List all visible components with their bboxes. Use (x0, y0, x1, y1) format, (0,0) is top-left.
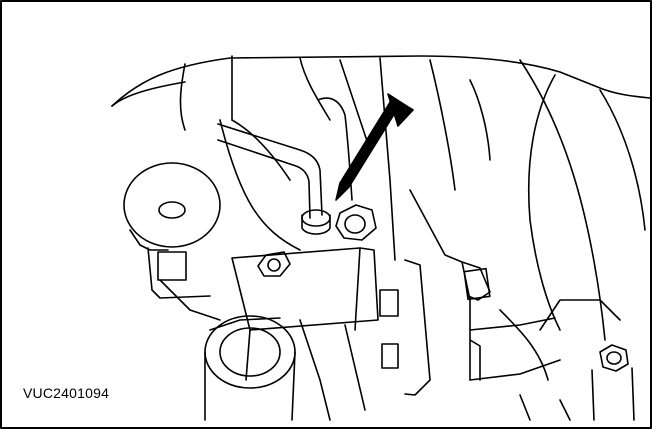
hex-key-wrench-icon (217, 123, 331, 235)
support-strut (379, 189, 561, 396)
figure-caption: VUC2401094 (21, 384, 112, 402)
pulley-disc (123, 162, 221, 321)
mounting-bracket (231, 247, 379, 421)
arrow-icon (335, 93, 414, 201)
bolt-head (335, 204, 377, 241)
lower-right-bolt (499, 299, 635, 421)
lower-cylinder (204, 315, 296, 421)
